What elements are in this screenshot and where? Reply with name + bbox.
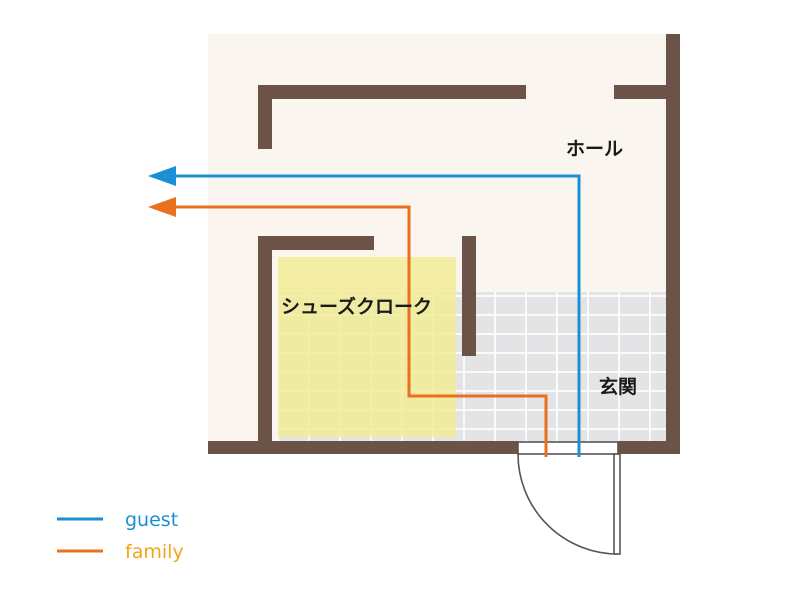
wall-top-partition-leg xyxy=(258,85,272,149)
door-swing-arc xyxy=(517,453,619,555)
hall-label: ホール xyxy=(566,138,623,160)
guest-arrowhead xyxy=(148,166,176,186)
entrance-label: 玄関 xyxy=(599,375,637,398)
door-threshold xyxy=(517,441,619,455)
wall-bottom-right xyxy=(618,441,680,454)
legend: guest family xyxy=(57,509,184,563)
family-arrowhead xyxy=(148,197,176,217)
legend-guest-label: guest xyxy=(125,509,178,531)
wall-cloak-top xyxy=(258,236,374,250)
family-route xyxy=(175,205,548,457)
entrance-door xyxy=(517,441,621,555)
door-leaf xyxy=(613,453,621,555)
wall-right xyxy=(666,34,680,454)
shoe-cloak-area xyxy=(278,257,456,437)
legend-family-label: family xyxy=(125,541,184,563)
guest-route xyxy=(175,174,581,457)
shoe-cloak-label: シューズクローク xyxy=(281,295,432,318)
wall-bottom-left xyxy=(208,441,518,454)
walls xyxy=(208,34,680,454)
wall-top-partition xyxy=(258,85,526,99)
wall-cloak-left xyxy=(258,236,272,446)
wall-hall-stub xyxy=(614,85,680,99)
wall-cloak-divider xyxy=(462,236,476,356)
